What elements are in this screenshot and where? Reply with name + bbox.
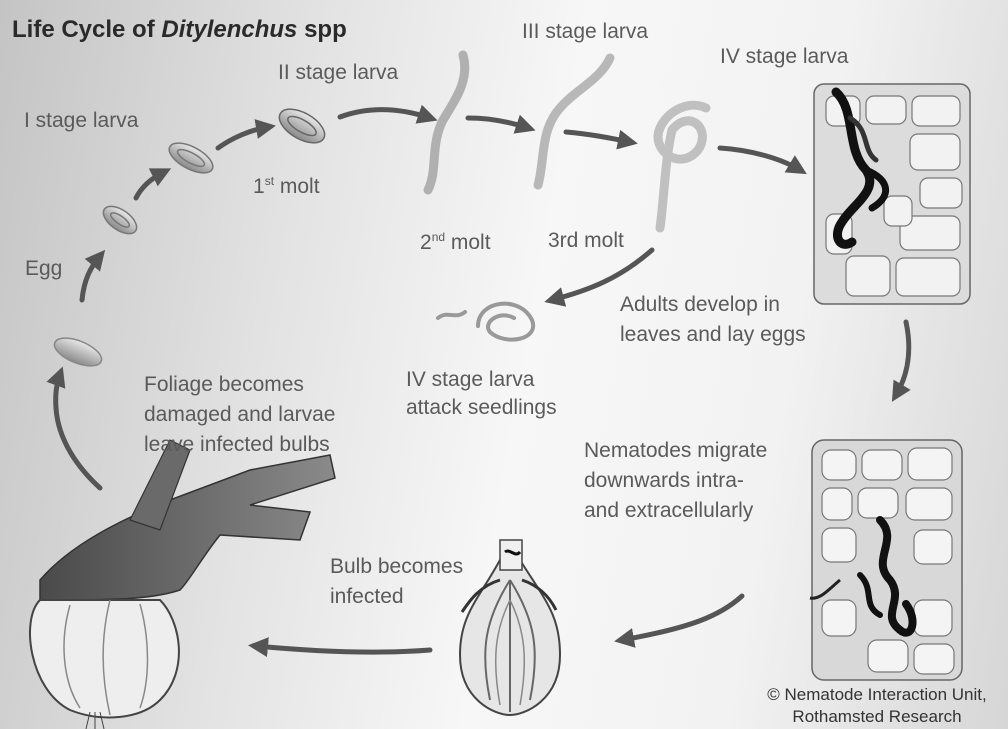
stage4-label: IV stage larva	[720, 44, 848, 70]
seedling-larva-worm	[438, 304, 533, 340]
arrow-plant-to-egg	[56, 374, 100, 488]
egg-larva-shape	[99, 201, 142, 239]
stage2-larva-worm	[428, 55, 465, 190]
egg-shape	[51, 332, 106, 371]
arrow-to-stage4	[566, 132, 630, 142]
arrow-to-leaf	[720, 148, 800, 170]
stage3-larva-worm	[538, 58, 610, 185]
stem-tissue-illustration	[810, 440, 962, 680]
molt1-larva-shape	[274, 102, 330, 150]
arrow-to-stage1	[136, 172, 164, 198]
leaf-tissue-illustration	[814, 84, 970, 304]
arrow-bulb-to-plant	[256, 646, 430, 652]
arrow-to-molt1	[218, 127, 268, 148]
infected-plant-illustration	[30, 440, 335, 729]
diagram-title: Life Cycle of Ditylenchus spp	[12, 16, 347, 44]
stage1-label: I stage larva	[24, 108, 138, 134]
copyright-credit: © Nematode Interaction Unit,Rothamsted R…	[746, 684, 1008, 728]
arrow-to-stage3	[468, 118, 528, 128]
arrow-leaf-to-stem	[896, 322, 909, 395]
molt1-label: 1st molt	[253, 168, 320, 200]
arrow-to-stage2	[340, 110, 430, 118]
molt2-label: 2nd molt	[420, 224, 491, 256]
arrow-stem-to-bulb	[622, 596, 742, 640]
stage3-label: III stage larva	[522, 19, 648, 45]
egg-label: Egg	[25, 256, 62, 282]
stage4-larva-worm	[658, 105, 706, 228]
onion-bulb-illustration	[460, 540, 560, 715]
stage1-larva-shape	[165, 137, 218, 179]
arrow-egg-to-larva	[82, 256, 100, 300]
stage2-label: II stage larva	[278, 60, 398, 86]
molt3-label: 3rd molt	[548, 228, 624, 254]
